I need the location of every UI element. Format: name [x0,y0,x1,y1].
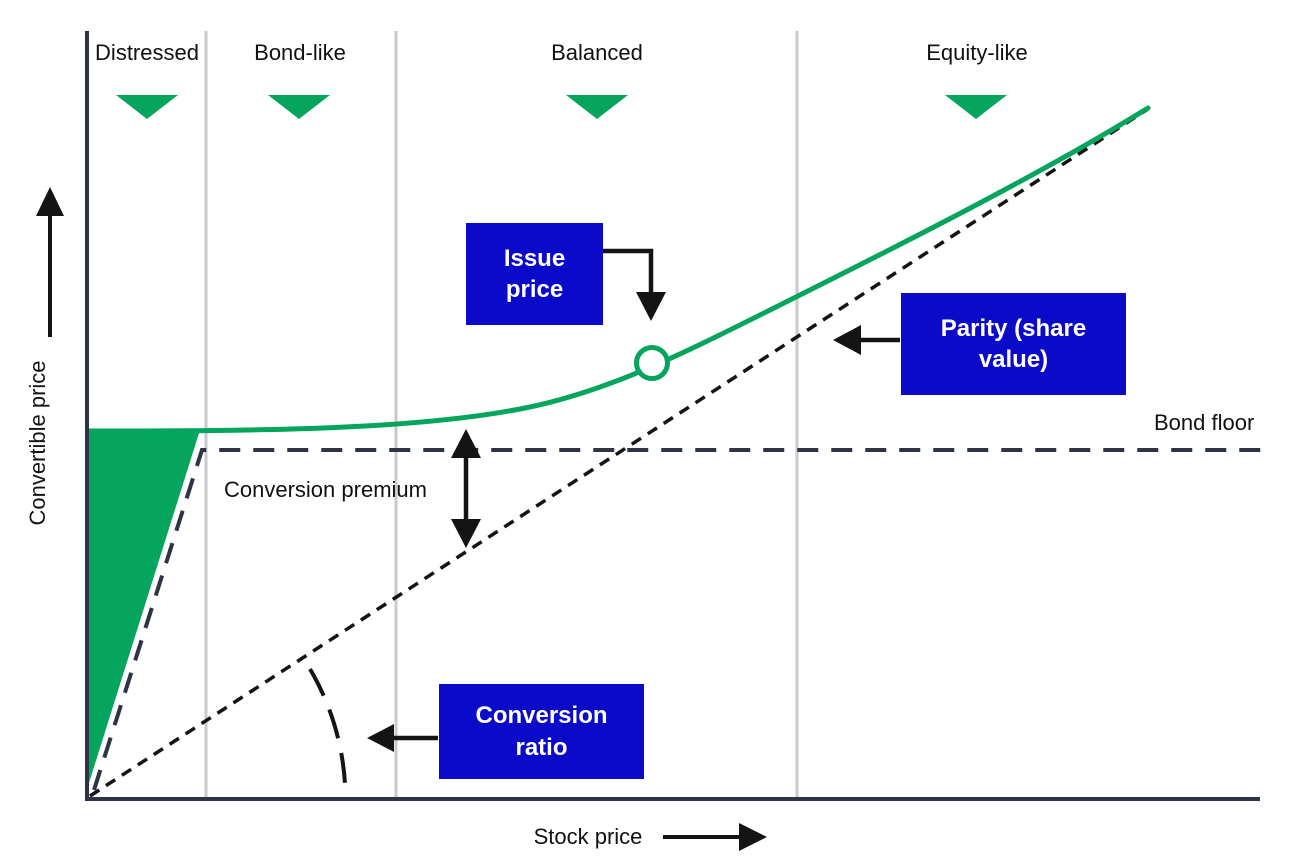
parity-line [89,107,1149,798]
region-marker-distressed-icon [116,95,178,119]
issue-price-marker [634,345,670,381]
region-marker-balanced-icon [566,95,628,119]
region-label-bond-like: Bond-like [254,40,346,65]
region-label-balanced: Balanced [551,40,643,65]
bond-floor-line [92,448,1262,791]
region-label-equity-like: Equity-like [926,40,1028,65]
bond-floor-label: Bond floor [1154,410,1255,435]
issue-price-arrow-shaft [603,248,654,293]
issue-price-box: Issue price [466,223,603,325]
conversion-premium-label: Conversion premium [224,477,427,502]
distressed-value-wedge [88,430,200,786]
region-marker-bond-like-icon [268,95,330,119]
parity-box: Parity (share value) [901,293,1126,395]
issue-price-arrow-icon [636,292,666,321]
x-axis-arrow-icon [739,823,767,851]
conversion-ratio-arrow-icon [367,724,394,752]
region-label-distressed: Distressed [95,40,199,65]
region-marker-equity-like-icon [945,95,1007,119]
conversion-premium-arrow-up-icon [451,429,481,458]
y-axis-label: Convertible price [25,360,50,526]
conversion-premium-arrow-down-icon [451,519,481,548]
parity-arrow-icon [833,325,861,355]
conversion-ratio-box: Conversion ratio [439,684,644,779]
x-axis-label: Stock price [533,824,643,849]
conversion-ratio-arc [308,667,347,785]
y-axis-arrow-icon [36,187,64,216]
